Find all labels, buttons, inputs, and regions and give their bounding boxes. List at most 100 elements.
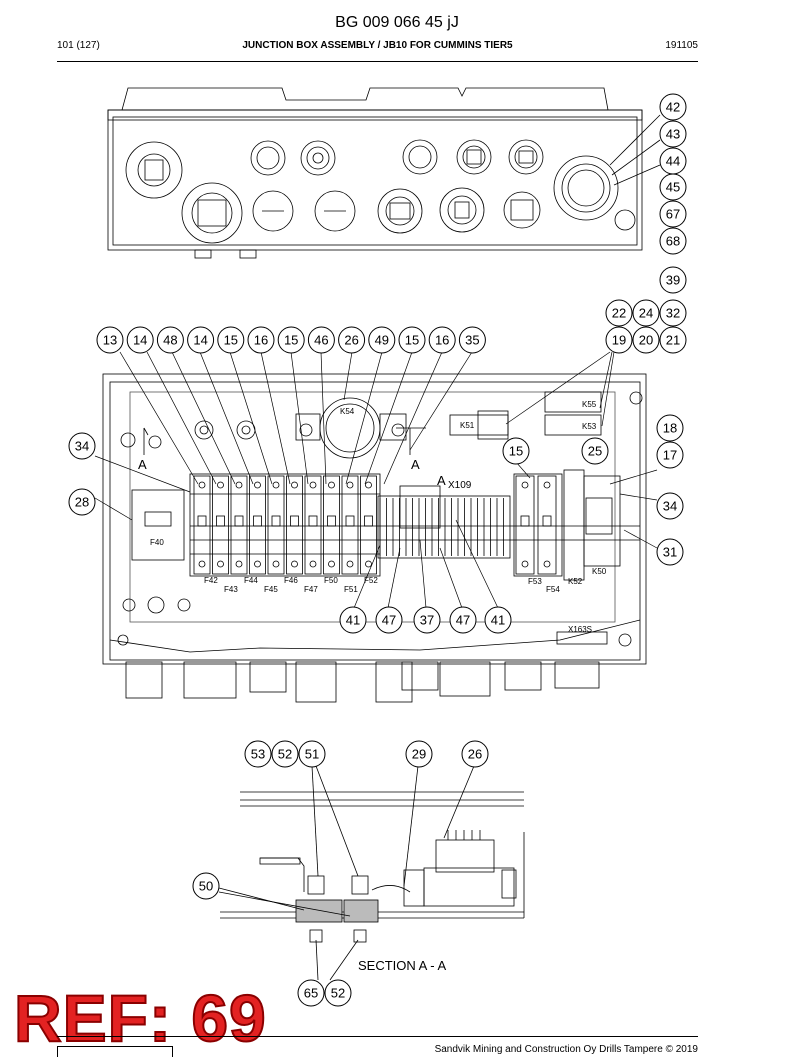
callout-number: 50 (199, 879, 213, 894)
fuse-label: F45 (264, 585, 278, 594)
callout-bubble: 46 (307, 326, 335, 354)
page-number: 101 (127) (57, 40, 100, 51)
callout-bubble: 14 (126, 326, 154, 354)
callout-bubble: 16 (428, 326, 456, 354)
callout-bubble: 53 (244, 740, 272, 768)
callout-bubble: 13 (96, 326, 124, 354)
breaker-module (304, 475, 322, 575)
fuse-label: F43 (224, 585, 238, 594)
callout-bubble: 44 (659, 147, 687, 175)
main-view-leaders (94, 351, 658, 609)
callout-number: 47 (382, 613, 396, 628)
section-title: JUNCTION BOX ASSEMBLY / JB10 FOR CUMMINS… (242, 40, 513, 51)
callout-bubble: 52 (324, 979, 352, 1007)
callout-number: 13 (103, 333, 117, 348)
callout-number: 67 (666, 207, 680, 222)
callout-number: 28 (75, 495, 89, 510)
callout-number: 42 (666, 100, 680, 115)
breaker-toggle (327, 515, 336, 527)
callout-number: 52 (278, 747, 292, 762)
callout-number: 22 (612, 306, 626, 321)
callout-bubble: 28 (68, 488, 96, 516)
breaker-screw-top (254, 481, 261, 489)
callout-bubble: 52 (271, 740, 299, 768)
breaker-toggle (271, 515, 281, 527)
breaker-toggle (542, 515, 552, 527)
breaker-columns (193, 475, 557, 575)
fuse-label: F50 (324, 576, 338, 585)
breaker-module (267, 475, 285, 575)
breaker-module (230, 475, 248, 575)
callout-number: 25 (588, 444, 602, 459)
breaker-screw-bottom (521, 560, 529, 568)
callout-number: 41 (346, 613, 360, 628)
fuse-label: F42 (204, 576, 218, 585)
callout-number: 49 (375, 333, 389, 348)
breaker-module (341, 475, 359, 575)
callout-bubble: 34 (68, 432, 96, 460)
breaker-screw-top (328, 481, 335, 489)
callout-bubble: 47 (449, 606, 477, 634)
breaker-screw-bottom (254, 560, 261, 568)
callout-number: 15 (224, 333, 238, 348)
callout-number: 29 (412, 747, 426, 762)
callout-bubble: 15 (217, 326, 245, 354)
callout-bubble: 41 (339, 606, 367, 634)
breaker-module (193, 475, 211, 575)
breaker-screw-top (346, 481, 354, 489)
top-view-box (107, 87, 661, 259)
breaker-screw-bottom (217, 560, 224, 568)
section-marker-right: A (411, 457, 420, 472)
breaker-toggle (253, 515, 262, 527)
callout-bubble: 45 (659, 173, 687, 201)
callout-number: 21 (666, 333, 680, 348)
breaker-toggle (364, 515, 373, 527)
section-caption: SECTION A - A (358, 958, 446, 973)
breaker-module (286, 475, 303, 575)
callout-bubble: 47 (375, 606, 403, 634)
k54-label: K54 (340, 407, 355, 416)
section-marker-top: A (437, 473, 446, 488)
breaker-toggle (290, 515, 299, 527)
terminal-columns (379, 498, 504, 556)
callout-number: 45 (666, 180, 680, 195)
breaker-module (249, 475, 266, 575)
fuse-label: F44 (244, 576, 258, 585)
callout-bubble: 24 (632, 299, 660, 327)
breaker-screw-top (198, 481, 206, 489)
breaker-toggle (197, 515, 207, 527)
breaker-screw-bottom (346, 560, 354, 568)
breaker-screw-top (365, 481, 372, 489)
callout-bubble: 42 (659, 93, 687, 121)
breaker-screw-top (291, 481, 298, 489)
k52-label: K52 (568, 577, 583, 586)
callout-number: 65 (304, 986, 318, 1001)
callout-number: 24 (639, 306, 653, 321)
callout-number: 53 (251, 747, 265, 762)
callout-number: 31 (663, 545, 677, 560)
breaker-screw-bottom (543, 560, 551, 568)
breaker-screw-top (309, 481, 317, 489)
k51-label: K51 (460, 421, 475, 430)
breaker-screw-bottom (272, 560, 280, 568)
callout-number: 35 (465, 333, 479, 348)
callout-bubble: 67 (659, 200, 687, 228)
callout-bubble: 15 (502, 437, 530, 465)
callout-number: 34 (663, 499, 677, 514)
breaker-toggle (234, 515, 244, 527)
callout-bubble: 37 (413, 606, 441, 634)
callout-number: 15 (284, 333, 298, 348)
footer-rule (57, 1036, 698, 1037)
callout-bubble: 14 (187, 326, 215, 354)
callout-number: 32 (666, 306, 680, 321)
breaker-screw-bottom (198, 560, 206, 568)
callout-bubble: 29 (405, 740, 433, 768)
callout-number: 15 (405, 333, 419, 348)
callout-bubble: 32 (659, 299, 687, 327)
breaker-screw-bottom (365, 560, 372, 568)
section-view (218, 765, 525, 981)
callout-bubble: 26 (461, 740, 489, 768)
callout-bubble: 22 (605, 299, 633, 327)
callout-bubble: 35 (458, 326, 486, 354)
